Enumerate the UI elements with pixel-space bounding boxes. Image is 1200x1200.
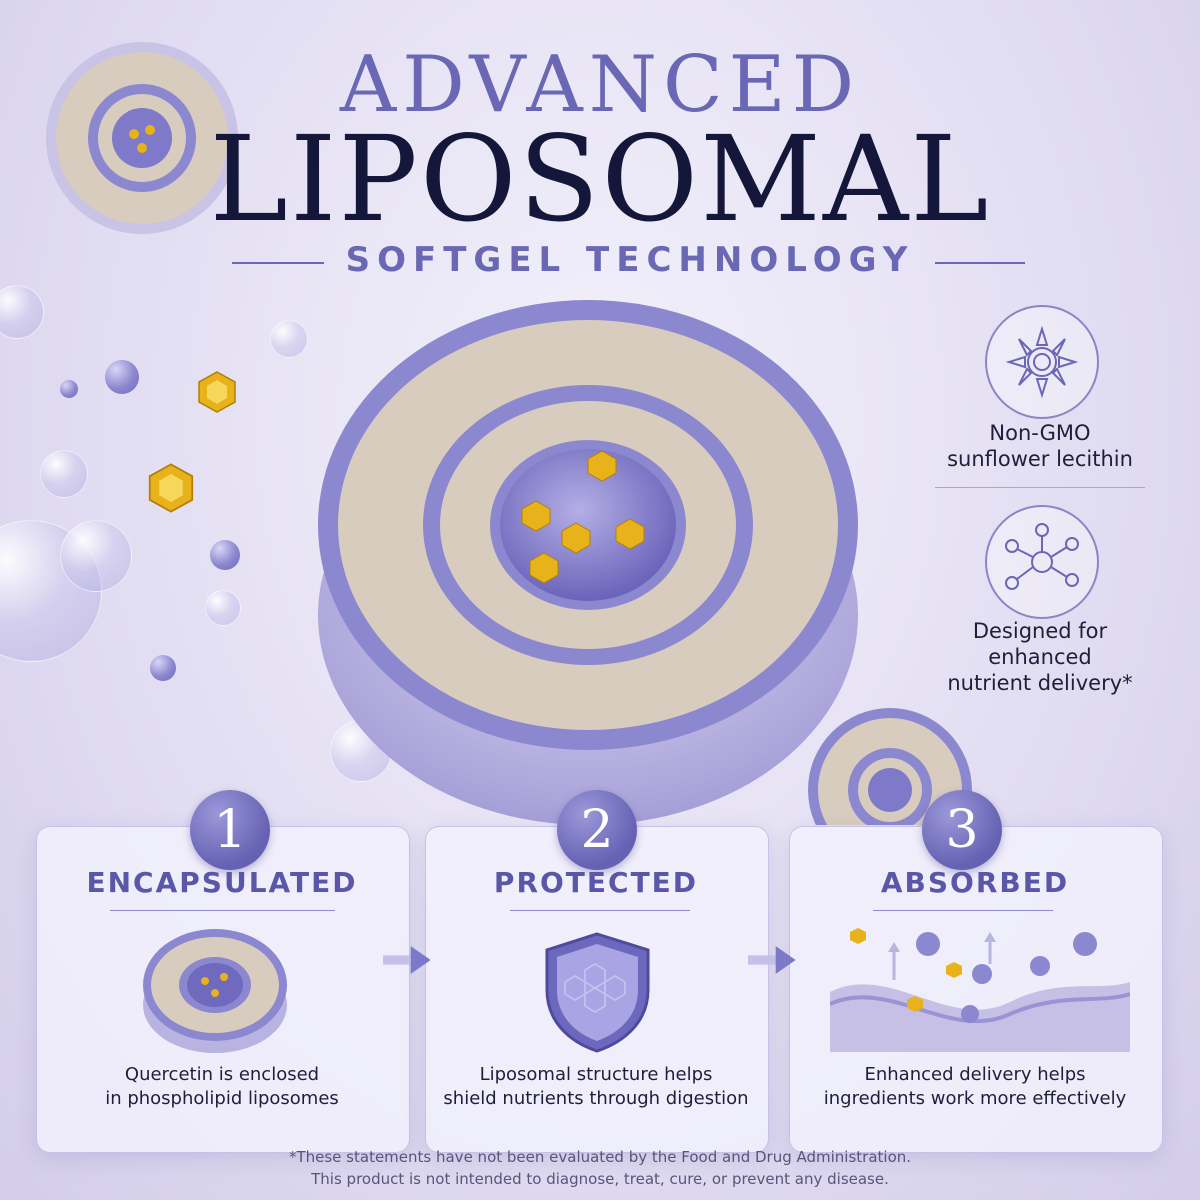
- headline-liposomal: LIPOSOMAL: [209, 110, 991, 248]
- background-bubble: [270, 320, 308, 358]
- step-title-rule: [510, 910, 690, 911]
- background-bubble: [105, 360, 139, 394]
- feature-delivery-line3: nutrient delivery*: [947, 671, 1133, 695]
- disclaimer: *These statements have not been evaluate…: [0, 1146, 1200, 1190]
- step-description-line2: ingredients work more effectively: [823, 1088, 1127, 1109]
- feature-delivery-line2: enhanced: [988, 645, 1092, 669]
- step-number-badge: 2: [557, 790, 637, 870]
- sunflower-icon: [1005, 325, 1079, 399]
- step-description-line2: in phospholipid liposomes: [105, 1088, 339, 1109]
- disclaimer-line2: This product is not intended to diagnose…: [311, 1170, 889, 1188]
- liposome-icon: [46, 42, 238, 234]
- background-bubble: [60, 520, 132, 592]
- step-description-line2: shield nutrients through digestion: [443, 1088, 749, 1109]
- step-title: ABSORBED: [880, 866, 1070, 899]
- background-bubble: [150, 655, 176, 681]
- molecule-icon-badge: [985, 505, 1099, 619]
- feature-sunflower-line1: Non-GMO: [989, 421, 1091, 445]
- molecule-icon: [1005, 523, 1079, 590]
- step-number-badge: 3: [922, 790, 1002, 870]
- liposome-icon: [143, 929, 287, 1053]
- background-bubble: [40, 450, 88, 498]
- headline-subtitle: SOFTGEL TECHNOLOGY: [345, 240, 915, 280]
- feature-divider: [935, 487, 1145, 488]
- absorption-icon: [830, 928, 1130, 1052]
- divider-right: [935, 262, 1025, 264]
- background-bubble: [0, 285, 44, 339]
- background-bubble: [205, 590, 241, 626]
- step-title: PROTECTED: [493, 866, 699, 899]
- disclaimer-line1: *These statements have not been evaluate…: [288, 1148, 912, 1166]
- step-description-line1: Quercetin is enclosed: [124, 1064, 320, 1085]
- step-number-badge: 1: [190, 790, 270, 870]
- quercetin-crystal-icon: [148, 463, 194, 513]
- step-title-rule: [110, 910, 335, 911]
- feature-delivery-line1: Designed for: [972, 619, 1108, 643]
- step-description-line1: Enhanced delivery helps: [864, 1064, 1086, 1085]
- shield-icon: [545, 932, 650, 1053]
- divider-left: [232, 262, 324, 264]
- headline-advanced: ADVANCED: [339, 40, 861, 130]
- background-bubble: [60, 380, 78, 398]
- liposome-icon: [808, 708, 972, 825]
- step-title: ENCAPSULATED: [86, 866, 358, 899]
- step-arrow-icon: [383, 946, 431, 974]
- quercetin-crystal-icon: [198, 371, 236, 413]
- step-description-line1: Liposomal structure helps: [479, 1064, 713, 1085]
- liposome-illustration: [318, 300, 858, 825]
- sunflower-icon-badge: [985, 305, 1099, 419]
- feature-sunflower-line2: sunflower lecithin: [947, 447, 1133, 471]
- step-arrow-icon: [748, 946, 796, 974]
- background-bubble: [210, 540, 240, 570]
- step-title-rule: [873, 910, 1053, 911]
